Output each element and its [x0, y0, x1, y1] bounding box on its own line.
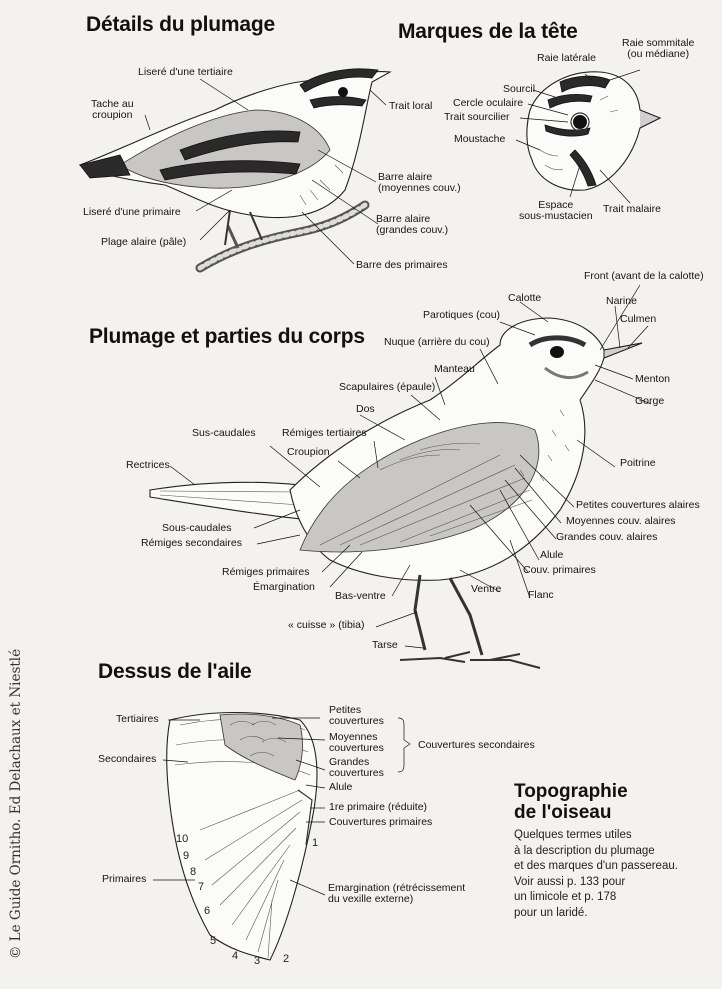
label-primary-bar: Barre des primaires	[356, 260, 448, 271]
label-eye-ring: Cercle oculaire	[453, 98, 523, 109]
label-thigh: « cuisse » (tibia)	[288, 620, 364, 631]
label-nostril: Narine	[606, 296, 637, 307]
primary-number: 1	[312, 837, 318, 849]
primary-number: 8	[190, 866, 196, 878]
topography-title: Topographie de l'oiseau	[514, 781, 628, 823]
label-supercilium: Sourcil	[503, 84, 535, 95]
label-wing-alula: Alule	[329, 782, 352, 793]
primary-number: 4	[232, 950, 238, 962]
label-flank: Flanc	[528, 590, 554, 601]
label-wing-tertials: Tertiaires	[116, 714, 159, 725]
heading-head-marks: Marques de la tête	[398, 20, 578, 44]
label-loral-line: Trait loral	[389, 101, 432, 112]
label-uppertail-coverts: Sus-caudales	[192, 428, 256, 439]
label-eyeline: Trait sourcilier	[444, 112, 510, 123]
label-wing-greater-coverts: Grandes couvertures	[329, 757, 384, 779]
label-median-crown-stripe: Raie sommitale (ou médiane)	[622, 38, 694, 60]
label-scapulars: Scapulaires (épaule)	[339, 382, 435, 393]
label-rump-patch: Tache au croupion	[91, 99, 134, 121]
label-nape: Nuque (arrière du cou)	[384, 337, 490, 348]
primary-number: 2	[283, 953, 289, 965]
label-emargination: Émargination	[253, 582, 315, 593]
label-greater-coverts: Grandes couv. alaires	[556, 532, 657, 543]
label-undertail-coverts: Sous-caudales	[162, 523, 231, 534]
label-primary-coverts: Couv. primaires	[523, 565, 596, 576]
heading-body-parts: Plumage et parties du corps	[89, 325, 365, 349]
label-primaries: Rémiges primaires	[222, 567, 310, 578]
label-tarsus: Tarse	[372, 640, 398, 651]
label-tertial-edge: Liseré d'une tertiaire	[138, 67, 233, 78]
label-primary-edge: Liseré d'une primaire	[83, 207, 181, 218]
label-lesser-coverts: Petites couvertures alaires	[576, 500, 700, 511]
primary-number: 10	[176, 833, 188, 845]
copyright-credit: © Le Guide Ornitho. Ed Delachaux et Nies…	[8, 619, 26, 989]
primary-number: 5	[210, 935, 216, 947]
label-wingbar-greater: Barre alaire (grandes couv.)	[376, 214, 448, 236]
label-tertials: Rémiges tertiaires	[282, 428, 367, 439]
label-wing-primary-coverts: Couvertures primaires	[329, 817, 432, 828]
label-chin: Menton	[635, 374, 670, 385]
heading-wing-top: Dessus de l'aile	[98, 660, 252, 684]
primary-number: 6	[204, 905, 210, 917]
label-submoustachial: Espace sous-mustacien	[519, 200, 593, 222]
primary-number: 9	[183, 850, 189, 862]
heading-plumage-details: Détails du plumage	[86, 13, 275, 37]
label-rectrices: Rectrices	[126, 460, 170, 471]
label-wing-emargination: Emargination (rétrécissement du vexille …	[328, 883, 465, 905]
label-malar-stripe: Trait malaire	[603, 204, 661, 215]
topography-description: Quelques termes utiles à la description …	[514, 828, 678, 921]
label-wing-primaries: Primaires	[102, 874, 146, 885]
label-forehead: Front (avant de la calotte)	[584, 271, 704, 282]
label-wing-secondaries: Secondaires	[98, 754, 156, 765]
label-crown: Calotte	[508, 293, 541, 304]
wing-illustration	[167, 713, 317, 961]
label-alula: Alule	[540, 550, 563, 561]
label-wingbar-median: Barre alaire (moyennes couv.)	[378, 172, 461, 194]
sparrow-head-illustration	[527, 72, 660, 190]
label-pale-wing-panel: Plage alaire (pâle)	[101, 237, 186, 248]
label-secondary-coverts: Couvertures secondaires	[418, 740, 535, 751]
label-rump: Croupion	[287, 447, 330, 458]
label-lateral-crown-stripe: Raie latérale	[537, 53, 596, 64]
label-culmen: Culmen	[620, 314, 656, 325]
label-wing-lesser-coverts: Petites couvertures	[329, 705, 384, 727]
label-breast: Poitrine	[620, 458, 656, 469]
thrush-illustration	[150, 318, 642, 668]
label-secondaries: Rémiges secondaires	[141, 538, 242, 549]
primary-number: 7	[198, 881, 204, 893]
label-vent: Bas-ventre	[335, 591, 386, 602]
label-median-coverts: Moyennes couv. alaires	[566, 516, 676, 527]
primary-number: 3	[254, 955, 260, 967]
label-throat: Gorge	[635, 396, 664, 407]
label-ear-coverts: Parotiques (cou)	[423, 310, 500, 321]
label-moustache: Moustache	[454, 134, 505, 145]
label-mantle: Manteau	[434, 364, 475, 375]
label-belly: Ventre	[471, 584, 501, 595]
label-wing-median-coverts: Moyennes couvertures	[329, 732, 384, 754]
label-back: Dos	[356, 404, 375, 415]
label-first-primary: 1re primaire (réduite)	[329, 802, 427, 813]
